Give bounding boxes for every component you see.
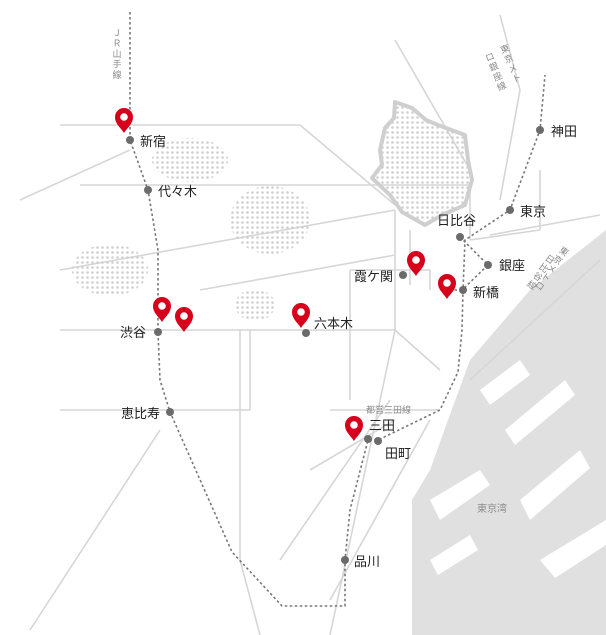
label-tokyo-bay: 東京湾 (477, 502, 507, 515)
station-label: 恵比寿 (121, 407, 160, 422)
station-ebisu[interactable]: 恵比寿 (121, 407, 174, 422)
pin-roppongi-icon[interactable] (292, 303, 310, 328)
svg-text:Ｒ: Ｒ (112, 40, 121, 50)
station-dot (302, 329, 310, 337)
station-kanda[interactable]: 神田 (536, 125, 577, 140)
pin-shibuya-2-icon[interactable] (175, 307, 193, 332)
svg-text:Ｊ: Ｊ (112, 29, 121, 39)
station-label: 新橋 (473, 285, 499, 301)
station-dot (364, 435, 372, 443)
station-label: 新宿 (140, 134, 166, 150)
station-tamachi[interactable]: 田町 (374, 437, 411, 462)
svg-text:手: 手 (112, 59, 121, 71)
station-label: 三田 (369, 419, 395, 434)
station-label: 代々木 (158, 185, 197, 200)
station-label: 六本木 (314, 317, 353, 332)
station-dot (154, 328, 162, 336)
station-shinjuku[interactable]: 新宿 (126, 134, 166, 150)
piers (430, 360, 606, 578)
station-dot (456, 233, 464, 241)
station-kasumigaseki[interactable]: 霞ケ関 (354, 270, 407, 285)
pin-shibuya-1-icon[interactable] (153, 297, 171, 322)
rail-lines (129, 12, 546, 607)
station-dot (126, 136, 134, 144)
station-label: 神田 (551, 125, 577, 140)
station-dot (341, 556, 349, 564)
station-yoyogi[interactable]: 代々木 (144, 185, 197, 200)
svg-text:京: 京 (502, 52, 515, 67)
station-label: 品川 (354, 555, 380, 570)
station-shimbashi[interactable]: 新橋 (459, 285, 499, 301)
svg-text:線: 線 (495, 79, 508, 94)
station-dot (144, 186, 152, 194)
station-dot (399, 271, 407, 279)
svg-text:山: 山 (112, 49, 121, 60)
svg-text:ト: ト (511, 73, 523, 86)
station-dot (374, 437, 382, 445)
jr-yamanote-line (129, 12, 546, 607)
station-roppongi[interactable]: 六本木 (302, 317, 353, 337)
station-dot (536, 126, 544, 134)
imperial-palace (370, 100, 474, 227)
pin-mita-icon[interactable] (345, 416, 363, 441)
station-label: 田町 (385, 447, 411, 462)
pin-shimbashi-icon[interactable] (438, 274, 456, 299)
roads (19, 14, 601, 635)
station-mita[interactable]: 三田 (364, 419, 395, 443)
station-shinagawa[interactable]: 品川 (341, 555, 380, 570)
station-label: 東京 (520, 204, 546, 220)
svg-text:座: 座 (491, 69, 504, 84)
svg-text:メ: メ (507, 63, 519, 76)
station-tokyo[interactable]: 東京 (506, 204, 546, 220)
station-label: 銀座 (499, 259, 525, 274)
label-toei-mita: 都営三田線 (366, 404, 411, 416)
svg-text:東: 東 (498, 42, 511, 57)
station-shibuya[interactable]: 渋谷 (120, 326, 162, 341)
station-dot (459, 286, 467, 294)
svg-text:ロ: ロ (484, 52, 496, 65)
svg-text:線: 線 (112, 69, 121, 81)
svg-text:銀: 銀 (487, 60, 500, 75)
station-ginza[interactable]: 銀座 (484, 259, 525, 274)
station-dot (166, 408, 174, 416)
station-dot (484, 261, 492, 269)
station-dot (506, 206, 514, 214)
station-label: 日比谷 (437, 214, 476, 229)
station-label: 霞ケ関 (354, 270, 393, 285)
station-hibiya[interactable]: 日比谷 (437, 214, 476, 241)
parks (72, 138, 310, 321)
station-label: 渋谷 (120, 326, 146, 341)
